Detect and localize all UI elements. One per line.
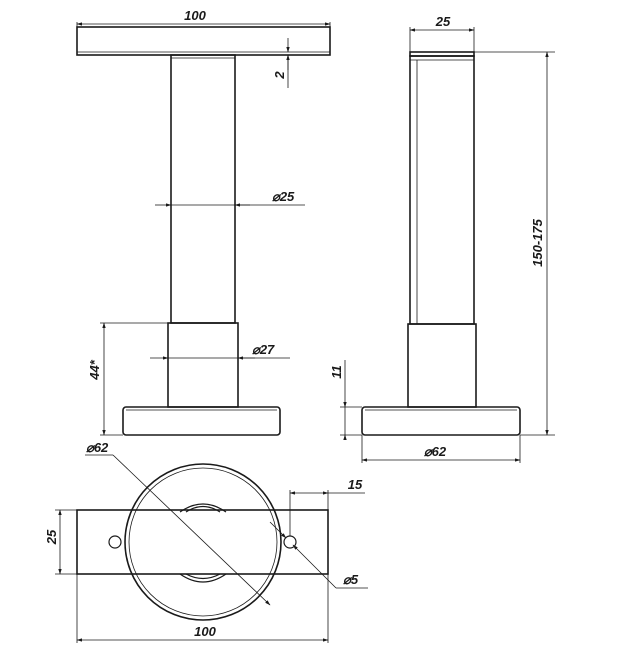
diameter-symbol: ⌀: [252, 342, 262, 357]
diameter-symbol: ⌀: [343, 572, 353, 587]
side-tube: [409, 55, 475, 325]
front-view: 100 2 ⌀25 ⌀27 44*: [76, 8, 331, 436]
dim-side-height: 150-175: [530, 218, 545, 266]
front-top-plate: [76, 26, 331, 56]
front-sleeve: [167, 322, 239, 408]
dim-tube-diameter: ⌀25: [272, 189, 295, 204]
diameter-symbol: ⌀: [272, 189, 282, 204]
dim-plan-depth: 25: [44, 529, 59, 545]
dim-sleeve-height: 44*: [87, 359, 102, 380]
dim-hole-diameter: ⌀5: [343, 572, 359, 587]
dim-plate-thickness: 2: [272, 71, 287, 80]
dim-plan-circle-diameter: ⌀62: [86, 440, 109, 455]
plan-hole-left: [108, 535, 122, 549]
dim-base-height: 11: [329, 365, 344, 379]
side-base: [361, 406, 521, 436]
dim-sleeve-diameter: ⌀27: [252, 342, 275, 357]
dim-side-width: 25: [435, 14, 451, 29]
plan-plate: [76, 509, 329, 575]
side-sleeve: [407, 323, 477, 408]
front-tube: [170, 54, 236, 324]
dim-base-diameter: ⌀62: [424, 444, 447, 459]
plan-view: ⌀62 15 ⌀5 25 100: [44, 440, 368, 643]
dim-hole-offset: 15: [348, 477, 363, 492]
front-base: [122, 406, 281, 436]
plan-base-circle: [124, 463, 282, 621]
diameter-symbol: ⌀: [424, 444, 434, 459]
side-view: 25 150-175 11 ⌀62: [329, 14, 555, 463]
dim-plan-width: 100: [194, 624, 216, 639]
dim-front-width: 100: [184, 8, 206, 23]
diameter-symbol: ⌀: [86, 440, 96, 455]
